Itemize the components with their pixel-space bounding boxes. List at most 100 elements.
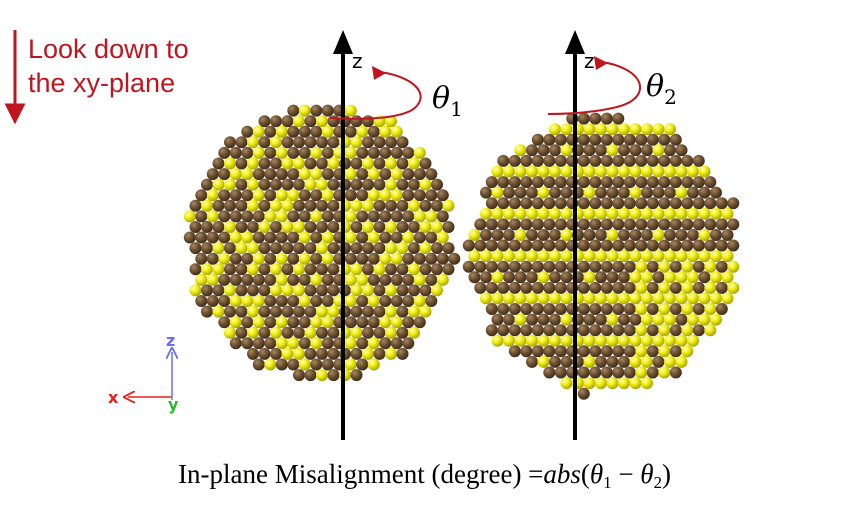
atom-brown [321, 358, 334, 371]
atom-brown [503, 229, 515, 241]
atom-brown [554, 197, 567, 210]
atom-yellow [658, 260, 671, 273]
atom-yellow [275, 316, 288, 329]
atom-yellow [549, 165, 561, 178]
atom-brown [413, 168, 426, 181]
atom-yellow [595, 377, 607, 390]
atom-brown [402, 146, 415, 159]
atom-brown [241, 210, 254, 223]
atom-brown [497, 281, 510, 294]
atom-yellow [436, 273, 449, 286]
atom-brown [549, 271, 561, 284]
atom-brown [531, 176, 544, 189]
atom-brown [264, 125, 277, 138]
atom-brown [218, 210, 231, 223]
atom-brown [600, 176, 613, 189]
atom-brown [293, 326, 305, 339]
atom-brown [425, 295, 438, 307]
atom-yellow [247, 305, 259, 318]
atom-brown [577, 197, 590, 210]
atom-yellow [710, 207, 722, 220]
atom-yellow [583, 123, 596, 136]
atom-brown [316, 284, 328, 297]
formula-minus: − [611, 459, 641, 489]
atom-brown [356, 316, 369, 329]
atom-brown [419, 284, 432, 297]
atom-brown [623, 197, 636, 210]
atom-brown [316, 326, 328, 339]
atom-brown [727, 218, 740, 231]
atom-brown [554, 133, 567, 146]
atom-yellow [247, 242, 259, 255]
atom-yellow [606, 292, 619, 305]
atom-brown [264, 231, 277, 244]
atom-yellow [704, 260, 717, 273]
atom-brown [327, 136, 340, 149]
atom-brown [543, 239, 556, 252]
atom-brown [554, 303, 567, 315]
atom-brown [293, 305, 305, 318]
atom-yellow [675, 271, 688, 284]
atom-yellow [526, 292, 538, 305]
atom-brown [554, 366, 567, 379]
atom-brown [577, 324, 590, 337]
atom-yellow [408, 263, 420, 276]
formula-theta-2: θ [640, 459, 654, 489]
atom-yellow [583, 165, 596, 178]
atom-yellow [316, 242, 328, 255]
atom-brown [669, 197, 682, 210]
atom-brown [646, 260, 659, 273]
atom-brown [520, 281, 533, 294]
atom-yellow [658, 281, 671, 294]
atom-brown [618, 229, 630, 241]
atom-brown [270, 115, 282, 128]
atom-brown [396, 347, 409, 360]
atom-brown [235, 284, 248, 297]
atom-yellow [687, 250, 699, 263]
atom-brown [362, 115, 374, 128]
atom-brown [497, 197, 510, 210]
atom-yellow [201, 199, 213, 212]
atom-yellow [212, 263, 225, 276]
atom-brown [554, 239, 567, 252]
atom-brown [600, 281, 613, 294]
formula-text: In-plane Misalignment (degree) = [178, 459, 544, 489]
atom-brown [298, 125, 311, 138]
axis-2-label: z [584, 49, 595, 73]
atom-yellow [675, 165, 688, 178]
atom-brown [635, 197, 648, 210]
atom-brown [589, 218, 602, 231]
atom-brown [664, 229, 676, 241]
atom-brown [618, 355, 630, 368]
atom-yellow [264, 358, 277, 371]
atom-brown [508, 324, 521, 337]
atom-brown [206, 168, 219, 181]
atom-brown [681, 154, 694, 167]
atom-brown [252, 273, 265, 286]
atom-brown [623, 324, 636, 337]
atom-yellow [293, 347, 305, 360]
atom-brown [356, 146, 369, 159]
atom-yellow [275, 125, 288, 138]
atom-brown [692, 324, 705, 337]
atom-yellow [560, 123, 573, 136]
atom-brown [577, 260, 590, 273]
atom-brown [298, 316, 311, 329]
atom-yellow [252, 316, 265, 329]
atom-brown [413, 316, 426, 329]
atom-yellow [491, 165, 504, 178]
atom-yellow [480, 250, 492, 263]
atom-brown [623, 366, 636, 379]
atom-brown [304, 284, 317, 297]
atom-brown [247, 284, 259, 297]
atom-brown [316, 263, 328, 276]
atom-brown [287, 210, 300, 223]
atom-yellow [390, 125, 403, 138]
atom-brown [520, 303, 533, 315]
atom-yellow [710, 271, 722, 284]
atom-yellow [514, 165, 527, 178]
atom-brown [549, 144, 561, 157]
atom-yellow [652, 313, 665, 326]
atom-brown [390, 295, 403, 307]
atom-yellow [681, 260, 694, 273]
